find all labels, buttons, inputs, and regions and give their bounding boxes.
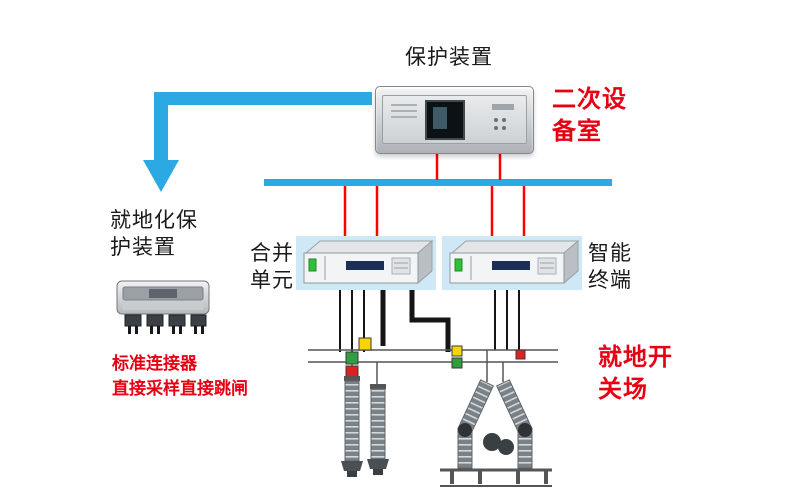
connector-note-line2: 直接采样直接跳闸 — [112, 378, 248, 398]
smart-terminal-drawing — [449, 239, 580, 285]
smart-terminal-device — [442, 236, 582, 290]
drop-lines — [351, 350, 504, 386]
phase-bus-lines — [308, 349, 558, 363]
nameplate — [149, 289, 177, 298]
local-protection-label: 就地化保护装置 — [110, 209, 198, 260]
secondary-equipment-room-label: 二次设备室 — [552, 86, 627, 146]
protection-device-image — [375, 86, 534, 154]
yard-cables — [339, 290, 520, 352]
panel-button — [494, 126, 498, 130]
panel-button — [502, 126, 506, 130]
power-led — [454, 258, 463, 272]
phase-cap-red — [515, 349, 526, 360]
vent-line — [391, 116, 417, 118]
current-transformers — [341, 376, 389, 477]
protection-device-label: 保护装置 — [405, 46, 493, 69]
phase-cap-yellow — [358, 337, 372, 351]
smart-terminal-label: 智能终端 — [588, 242, 632, 293]
phase-cap-green — [345, 351, 359, 365]
fiber-links — [343, 152, 526, 238]
standard-connectors — [124, 314, 207, 327]
blue-arrow — [143, 92, 372, 192]
switchyard-label: 就地开关场 — [598, 344, 673, 404]
panel-button — [494, 118, 498, 122]
panel-button — [502, 118, 506, 122]
merging-unit-label: 合并单元 — [250, 242, 294, 293]
model-plate — [346, 261, 384, 270]
screen-glow — [433, 107, 447, 129]
phase-cap-yellow — [451, 345, 463, 357]
connector-note: 标准连接器 直接采样直接跳闸 — [112, 352, 248, 401]
merging-unit-device — [296, 236, 436, 290]
local-protection-drawing — [116, 280, 210, 334]
merging-unit-drawing — [303, 239, 434, 285]
phase-indicators — [345, 337, 526, 379]
network-bus — [264, 179, 612, 186]
circuit-breakers — [440, 379, 552, 487]
vent-line — [391, 104, 417, 106]
device-badge — [492, 104, 514, 110]
device-screen — [425, 100, 465, 140]
local-protection-device-image — [114, 278, 214, 340]
model-plate — [492, 261, 530, 270]
protection-device-front-panel — [382, 95, 527, 144]
power-led — [308, 258, 317, 272]
phase-cap-red — [345, 365, 359, 379]
switchyard-equipment — [308, 337, 558, 487]
connector-note-line1: 标准连接器 — [112, 354, 197, 373]
vent-line — [391, 110, 417, 112]
phase-cap-green — [451, 357, 463, 369]
connector-pins — [128, 326, 204, 334]
